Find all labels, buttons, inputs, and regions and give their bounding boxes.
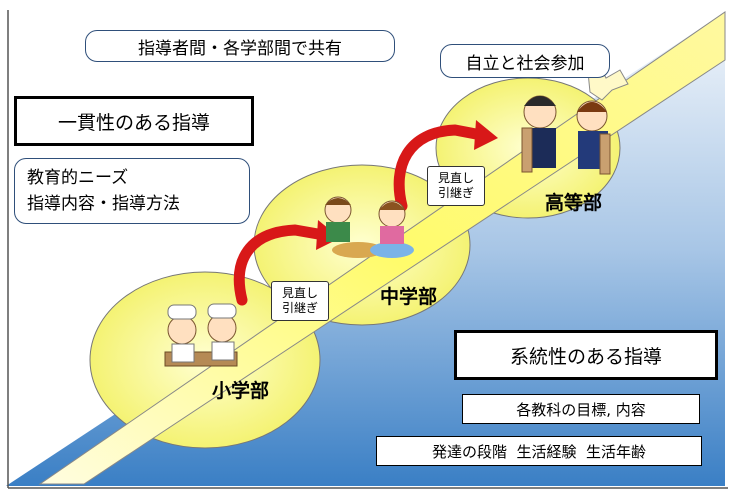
top-callout: 指導者間・各学部間で共有 [85, 30, 395, 62]
development-factors: 発達の段階 生活経験 生活年齢 [376, 436, 702, 466]
review-line-2: 引継ぎ [281, 301, 318, 315]
review-note-2: 見直し 引継ぎ [427, 166, 485, 206]
subject-goals: 各教科の目標, 内容 [462, 394, 700, 424]
stage-high-school: 高等部 [545, 192, 603, 214]
high-school-students-illustration [521, 95, 611, 175]
goal-label: 自立と社会参加 [440, 44, 610, 78]
stage-junior-high: 中学部 [380, 286, 438, 308]
review-line-1b: 見直し [437, 171, 474, 185]
stage-elementary: 小学部 [212, 380, 270, 402]
review-line-1: 見直し [281, 286, 318, 300]
systematic-title: 系統性のある指導 [454, 330, 718, 380]
review-note-1: 見直し 引継ぎ [271, 281, 329, 321]
needs-line-1: 教育的ニーズ [27, 168, 129, 188]
review-arrows [233, 124, 482, 306]
needs-box: 教育的ニーズ 指導内容・指導方法 [14, 158, 250, 224]
needs-line-2: 指導内容・指導方法 [27, 194, 180, 214]
review-line-2b: 引継ぎ [437, 186, 474, 200]
arrowhead-2 [474, 120, 498, 150]
elementary-children-illustration [164, 303, 238, 367]
consistency-title: 一貫性のある指導 [14, 96, 254, 146]
junior-high-children-illustration [324, 196, 414, 258]
